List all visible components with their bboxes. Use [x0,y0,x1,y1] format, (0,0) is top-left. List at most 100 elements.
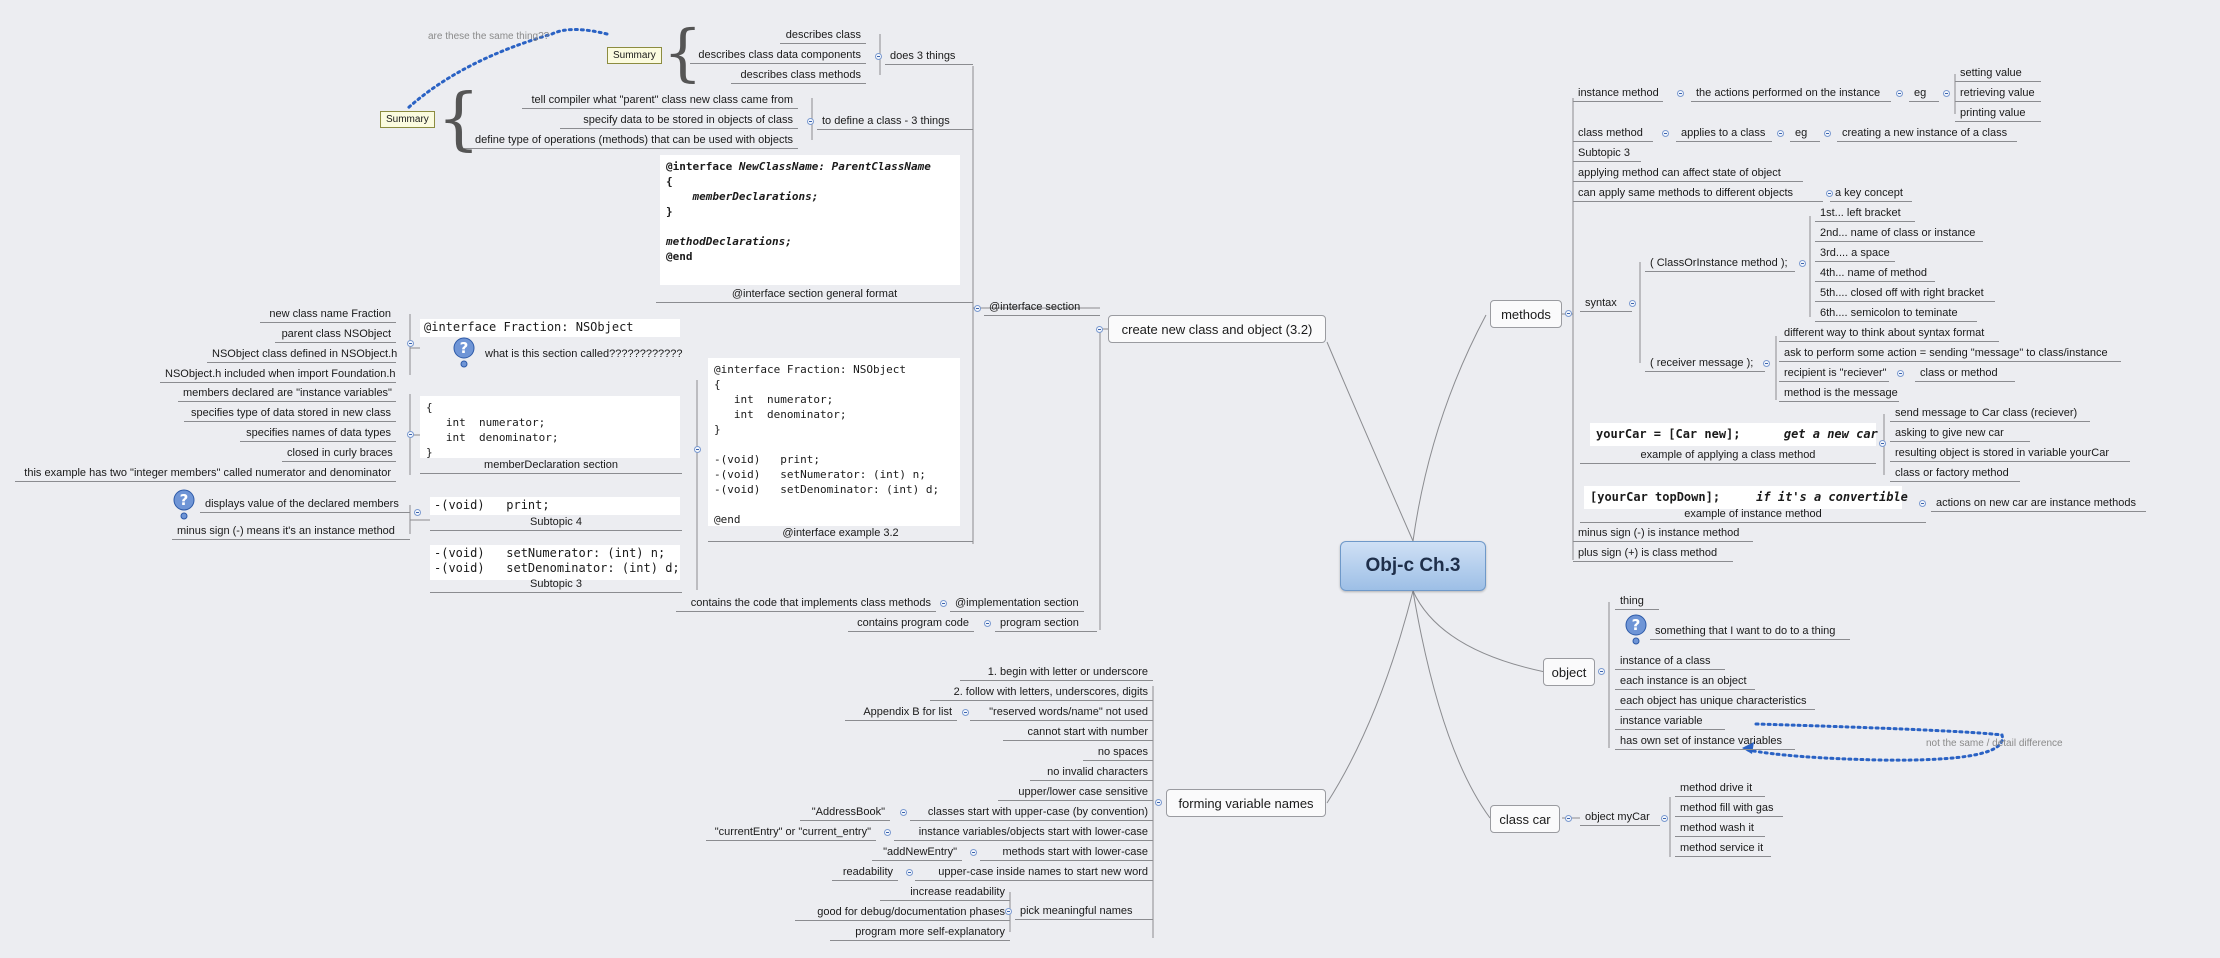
variables-topic[interactable]: forming variable names [1166,789,1326,817]
does3-toggle[interactable] [875,53,882,60]
relationship-note[interactable]: not the same / detail difference [1926,738,2063,749]
receiver-note-1[interactable]: different way to think about syntax form… [1779,326,1999,342]
object-mycar-node[interactable]: object myCar [1580,810,1660,826]
instance-example-note[interactable]: actions on new car are instance methods [1931,496,2146,512]
eg-toggle[interactable] [1943,90,1950,97]
meaningful-toggle[interactable] [1005,908,1012,915]
class-method-eg[interactable]: eg [1790,126,1820,142]
class-method-applies[interactable]: applies to a class [1676,126,1772,142]
receiver-kind[interactable]: class or method [1915,366,2015,382]
car-method-service[interactable]: method service it [1675,841,1771,857]
define3-toggle[interactable] [807,118,814,125]
example-class-toggle[interactable] [1879,440,1886,447]
interface-example-toggle[interactable] [694,446,701,453]
object-item-own-set[interactable]: has own set of instance variables [1615,734,1795,750]
same-thing-question[interactable]: are these the same thing?? [428,31,550,42]
reciever-toggle[interactable] [1897,370,1904,377]
define-3-things-node[interactable]: to define a class - 3 things [817,114,973,130]
example-instance-method-label[interactable]: example of instance method [1580,507,1926,523]
eg-setting-value[interactable]: setting value [1955,66,2041,82]
appendix-b-node[interactable]: Appendix B for list [845,705,957,721]
key-concept-node[interactable]: a key concept [1830,186,1912,202]
interface-section-toggle[interactable] [974,305,981,312]
example-currententry[interactable]: "currentEntry" or "current_entry" [706,825,876,841]
action-toggle[interactable] [1896,90,1903,97]
header-note-1[interactable]: new class name Fraction [260,307,396,323]
syntax-step-5[interactable]: 5th.... closed off with right bracket [1815,286,1995,302]
members-toggle[interactable] [407,431,414,438]
example-addnewentry[interactable]: "addNewEntry" [872,845,962,861]
members-note-4[interactable]: closed in curly braces [282,446,396,462]
methods-lower-toggle[interactable] [970,849,977,856]
object-item-something[interactable]: something that I want to do to a thing [1650,624,1850,640]
members-note-2[interactable]: specifies type of data stored in new cla… [184,406,396,422]
interface-section-node[interactable]: @interface section [984,300,1100,316]
summary-label-top[interactable]: Summary [607,47,662,64]
same-methods-node[interactable]: can apply same methods to different obje… [1573,186,1823,202]
rule-classes-upper[interactable]: classes start with upper-case (by conven… [910,805,1153,821]
header-note-3[interactable]: NSObject class defined in NSObject.h [207,347,397,363]
print-note-1[interactable]: displays value of the declared members [200,497,410,513]
program-section-node[interactable]: program section [995,616,1097,632]
rule-instance-lower[interactable]: instance variables/objects start with lo… [894,825,1153,841]
member-declarations-caption[interactable]: memberDeclaration section [420,458,682,474]
class-example-note-2[interactable]: asking to give new car [1890,426,2030,442]
instance-method-action[interactable]: the actions performed on the instance [1691,86,1891,102]
syntax-toggle[interactable] [1629,300,1636,307]
syntax-step-3[interactable]: 3rd.... a space [1815,246,1895,262]
program-toggle[interactable] [984,620,991,627]
object-item-thing[interactable]: thing [1615,594,1659,610]
meaningful-debug[interactable]: good for debug/documentation phases [795,905,1010,921]
instance-method-toggle[interactable] [1677,90,1684,97]
define-operations[interactable]: define type of operations (methods) that… [464,133,798,149]
rule-reserved-words[interactable]: "reserved words/name" not used [970,705,1153,721]
receiver-note-2[interactable]: ask to perform some action = sending "me… [1779,346,2121,362]
syntax-step-6[interactable]: 6th.... semicolon to teminate [1815,306,1977,322]
affects-state-node[interactable]: applying method can affect state of obje… [1573,166,1803,182]
print-method-caption[interactable]: Subtopic 4 [430,515,682,531]
rule-no-spaces[interactable]: no spaces [1083,745,1153,761]
minus-sign-node[interactable]: minus sign (-) is instance method [1573,526,1753,542]
syntax-step-1[interactable]: 1st... left bracket [1815,206,1915,222]
class-car-topic[interactable]: class car [1490,805,1560,833]
syntax-form-classorinstance[interactable]: ( ClassOrInstance method ); [1645,256,1795,272]
pick-meaningful-names[interactable]: pick meaningful names [1015,904,1153,920]
rule-begin-letter[interactable]: 1. begin with letter or underscore [960,665,1153,681]
class-eg-toggle[interactable] [1824,130,1831,137]
class-example-note-1[interactable]: send message to Car class (reciever) [1890,406,2090,422]
subtopic-3-node[interactable]: Subtopic 3 [1573,146,1641,162]
example-addressbook[interactable]: "AddressBook" [800,805,890,821]
rule-methods-lower[interactable]: methods start with lower-case [980,845,1153,861]
setters-caption[interactable]: Subtopic 3 [430,577,682,593]
define-parent[interactable]: tell compiler what "parent" class new cl… [522,93,798,109]
members-note-3[interactable]: specifies names of data types [240,426,396,442]
central-topic[interactable]: Obj-c Ch.3 [1340,541,1486,591]
example-class-method-label[interactable]: example of applying a class method [1580,448,1876,464]
object-collapse-toggle[interactable] [1598,668,1605,675]
variables-toggle[interactable] [1155,799,1162,806]
describes-class[interactable]: describes class [780,28,866,44]
methods-topic[interactable]: methods [1490,300,1562,328]
class-method-toggle[interactable] [1662,130,1669,137]
receiver-note-3[interactable]: recipient is "reciever" [1779,366,1889,382]
print-note-2[interactable]: minus sign (-) means it's an instance me… [172,524,410,540]
eg-retrieving-value[interactable]: retrieving value [1955,86,2041,102]
mycar-toggle[interactable] [1661,815,1668,822]
members-note-1[interactable]: members declared are "instance variables… [178,386,396,402]
car-method-fill[interactable]: method fill with gas [1675,801,1783,817]
class-method-example[interactable]: creating a new instance of a class [1837,126,2017,142]
rule-follow-with[interactable]: 2. follow with letters, underscores, dig… [930,685,1153,701]
rule-cannot-start-number[interactable]: cannot start with number [1003,725,1153,741]
syntax-node[interactable]: syntax [1580,296,1632,312]
header-note-4[interactable]: NSObject.h included when import Foundati… [160,367,396,383]
readability-node[interactable]: readability [832,865,898,881]
form2-toggle[interactable] [1763,360,1770,367]
define-data[interactable]: specify data to be stored in objects of … [560,113,798,129]
create-class-toggle[interactable] [1096,326,1103,333]
reserved-toggle[interactable] [962,709,969,716]
instance-method-eg[interactable]: eg [1909,86,1939,102]
object-item-instance-variable[interactable]: instance variable [1615,714,1725,730]
general-format-caption[interactable]: @interface section general format [656,287,973,303]
car-method-wash[interactable]: method wash it [1675,821,1765,837]
implementation-note[interactable]: contains the code that implements class … [676,596,936,612]
